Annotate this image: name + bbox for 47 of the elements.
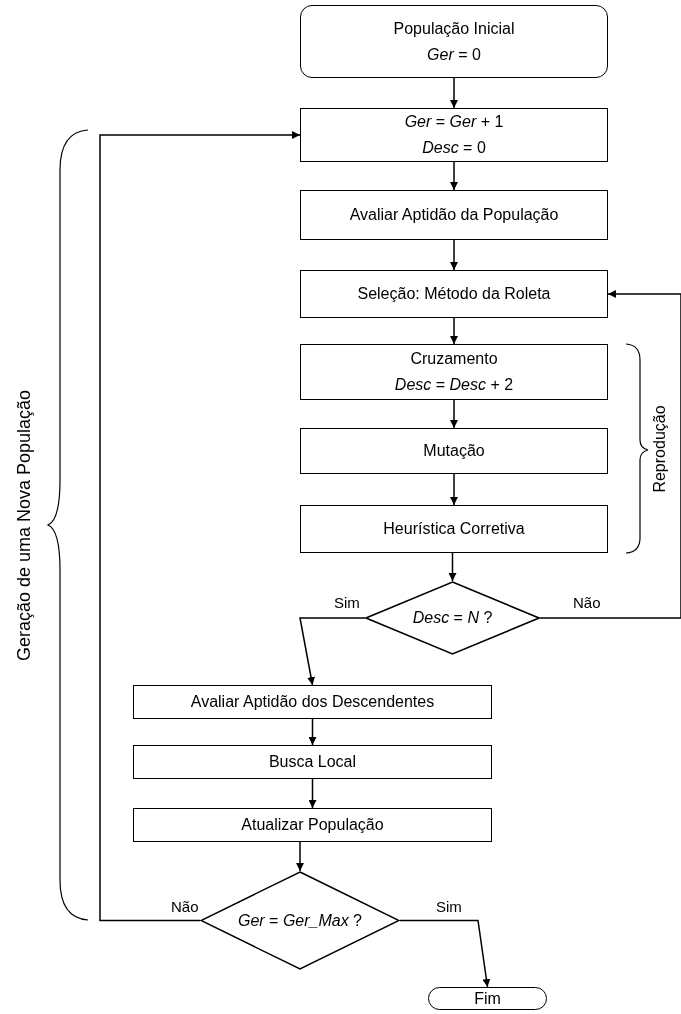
step-text: Fim bbox=[474, 988, 501, 1009]
arrow bbox=[450, 317, 458, 345]
terminal-box bbox=[300, 5, 608, 78]
arrow bbox=[539, 290, 681, 619]
step-text: Desc = Desc + 2 bbox=[394, 375, 514, 395]
step-text: Busca Local bbox=[268, 752, 357, 772]
step-text: Desc = N ? bbox=[412, 608, 493, 628]
arrow bbox=[450, 473, 458, 506]
step-text: Cruzamento bbox=[410, 349, 498, 369]
process-box bbox=[300, 344, 608, 400]
process-box bbox=[300, 428, 608, 474]
process-box bbox=[300, 108, 608, 162]
arrow bbox=[99, 131, 301, 922]
edge-label: Sim bbox=[435, 898, 463, 915]
step-text: Avaliar Aptidão da População bbox=[349, 205, 559, 225]
arrow bbox=[399, 919, 491, 988]
process-box bbox=[133, 685, 492, 719]
arrow bbox=[450, 399, 458, 429]
step-text: Ger = Ger + 1 bbox=[404, 112, 504, 132]
bracket-label: Reprodução bbox=[650, 405, 669, 493]
step-text: Seleção: Método da Roleta bbox=[357, 284, 551, 304]
arrow bbox=[308, 718, 317, 746]
step-text: Mutação bbox=[423, 441, 485, 461]
arrow bbox=[308, 778, 317, 809]
terminal-box bbox=[428, 987, 547, 1010]
arrow bbox=[448, 552, 457, 582]
bracket-label: Geração de uma Nova População bbox=[13, 389, 35, 661]
step-text: Ger = 0 bbox=[427, 44, 481, 65]
step-text: Avaliar Aptidão dos Descendentes bbox=[190, 692, 435, 712]
step-text: Atualizar População bbox=[241, 815, 384, 835]
step-text: Desc = 0 bbox=[422, 138, 486, 158]
arrow bbox=[450, 239, 458, 271]
process-box bbox=[300, 190, 608, 240]
step-text: Ger = Ger_Max ? bbox=[237, 910, 362, 931]
edge-label: Não bbox=[170, 898, 200, 915]
edge-label: Não bbox=[572, 594, 602, 611]
arrow bbox=[299, 617, 366, 686]
edge-label: Sim bbox=[333, 594, 361, 611]
arrow bbox=[296, 841, 304, 872]
step-text: População Inicial bbox=[393, 18, 515, 39]
process-box bbox=[133, 745, 492, 779]
arrow bbox=[450, 77, 458, 109]
arrow bbox=[450, 161, 458, 191]
process-box bbox=[300, 505, 608, 553]
process-box bbox=[300, 270, 608, 318]
step-text: Heurística Corretiva bbox=[383, 519, 525, 539]
process-box bbox=[133, 808, 492, 842]
